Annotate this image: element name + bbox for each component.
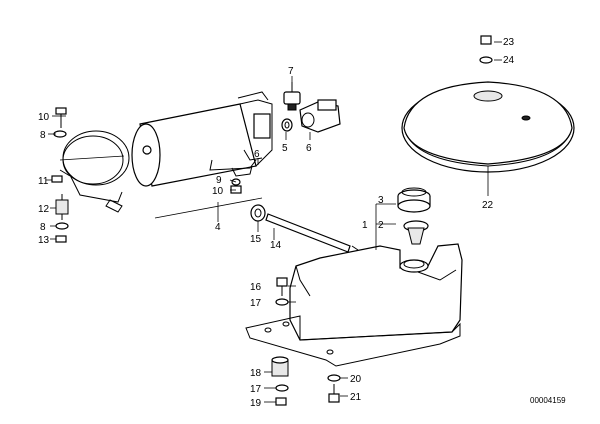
pressure-switch xyxy=(283,82,301,111)
callout-18: 18 xyxy=(250,368,262,379)
callout-16: 16 xyxy=(250,282,262,293)
callout-15: 15 xyxy=(250,234,262,245)
callout-22: 22 xyxy=(482,200,494,211)
callout-11: 11 xyxy=(38,176,49,187)
callout-23: 23 xyxy=(503,37,515,48)
nut-11 xyxy=(51,175,63,183)
callout-17-top: 17 xyxy=(250,298,262,309)
callout-14: 14 xyxy=(270,240,282,251)
pump-assembly xyxy=(59,82,341,219)
clamp-bracket xyxy=(59,130,130,213)
nut-23 xyxy=(480,35,492,45)
check-valve xyxy=(299,99,341,133)
washer-17-bottom xyxy=(275,384,289,392)
bolt-16 xyxy=(276,277,288,296)
callout-1: 1 xyxy=(362,220,368,231)
callout-17-bottom: 17 xyxy=(250,384,262,395)
callout-24: 24 xyxy=(503,55,515,66)
callout-10-top: 10 xyxy=(38,112,50,123)
callout-labels: 23 24 22 7 5 6 3 1 2 10 8 11 12 8 13 6 9… xyxy=(38,37,515,409)
washer-20 xyxy=(327,374,341,382)
sealing-ring xyxy=(281,118,293,132)
nut-19 xyxy=(275,397,287,406)
callout-20: 20 xyxy=(350,374,362,385)
callout-5: 5 xyxy=(282,143,288,154)
pump-motor xyxy=(131,91,273,187)
strainer xyxy=(403,220,429,245)
reservoir-cap xyxy=(397,187,431,213)
washer-24 xyxy=(479,56,493,64)
callout-13: 13 xyxy=(38,235,50,246)
nut-13 xyxy=(55,235,67,243)
callout-10-bottom: 10 xyxy=(212,186,224,197)
document-id: 00004159 xyxy=(530,396,566,405)
washer-17-top xyxy=(275,298,289,306)
bolt-21 xyxy=(328,384,340,403)
callout-6-small: 6 xyxy=(254,149,260,160)
callout-21: 21 xyxy=(350,392,362,403)
callout-8-bottom: 8 xyxy=(40,222,46,233)
callout-19: 19 xyxy=(250,398,262,409)
callout-12: 12 xyxy=(38,204,50,215)
callout-3: 3 xyxy=(378,195,384,206)
reservoir xyxy=(289,243,463,341)
rubber-mount-12 xyxy=(55,194,69,220)
callout-4: 4 xyxy=(215,222,221,233)
callout-6: 6 xyxy=(306,143,312,154)
washer-8-bottom xyxy=(55,222,69,230)
hose-clip-15 xyxy=(250,204,266,222)
leader-lines xyxy=(46,41,502,403)
callout-2: 2 xyxy=(378,220,384,231)
cover-dome xyxy=(401,81,575,173)
callout-7: 7 xyxy=(288,66,294,77)
rubber-mount-18 xyxy=(271,356,289,377)
callout-8-top: 8 xyxy=(40,130,46,141)
screw-10-top xyxy=(55,107,67,128)
mounting-plate xyxy=(245,315,461,367)
callout-9: 9 xyxy=(216,175,222,186)
